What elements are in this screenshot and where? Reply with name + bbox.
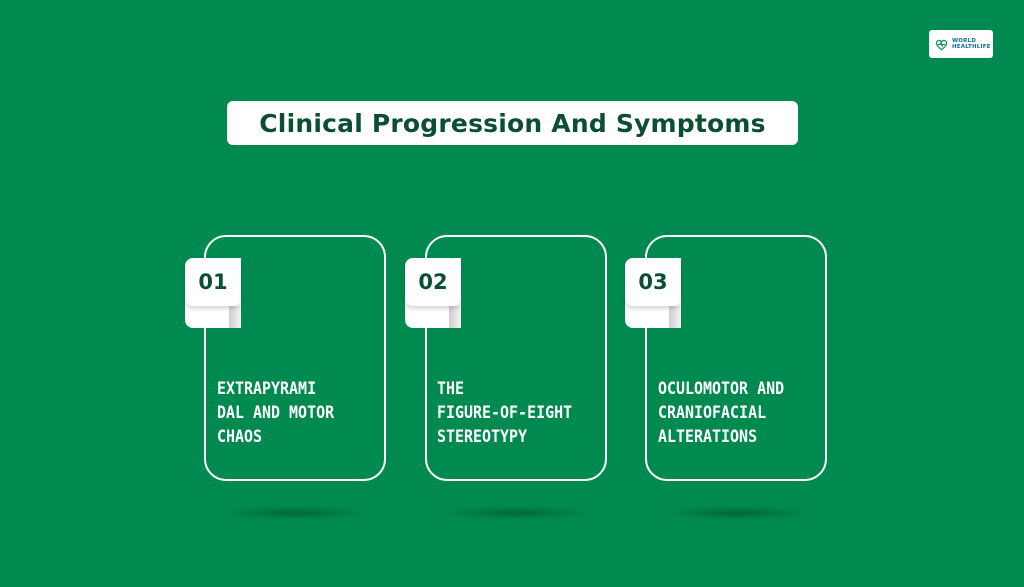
- step-card-3: [645, 235, 827, 481]
- step-card-2: [425, 235, 607, 481]
- card-shadow: [441, 506, 591, 520]
- step-number-badge: 01: [185, 258, 241, 306]
- step-label: EXTRAPYRAMI DAL AND MOTOR CHAOS: [217, 379, 335, 447]
- title-banner: Clinical Progression And Symptoms: [227, 101, 798, 145]
- step-label: THE FIGURE-OF-EIGHT STEREOTYPY: [437, 379, 573, 447]
- page-title: Clinical Progression And Symptoms: [259, 108, 766, 138]
- health-logo-icon: [935, 39, 948, 51]
- logo-text: WORLD HEALTHLIFE: [952, 38, 991, 50]
- step-card-1: [204, 235, 386, 481]
- brand-logo: WORLD HEALTHLIFE: [929, 30, 993, 58]
- step-number-badge: 02: [405, 258, 461, 306]
- step-number: 02: [418, 270, 448, 294]
- step-number: 03: [638, 270, 668, 294]
- step-number: 01: [198, 270, 228, 294]
- step-number-badge: 03: [625, 258, 681, 306]
- step-label: OCULOMOTOR AND CRANIOFACIAL ALTERATIONS: [658, 379, 785, 447]
- card-shadow: [662, 506, 812, 520]
- card-shadow: [220, 506, 370, 520]
